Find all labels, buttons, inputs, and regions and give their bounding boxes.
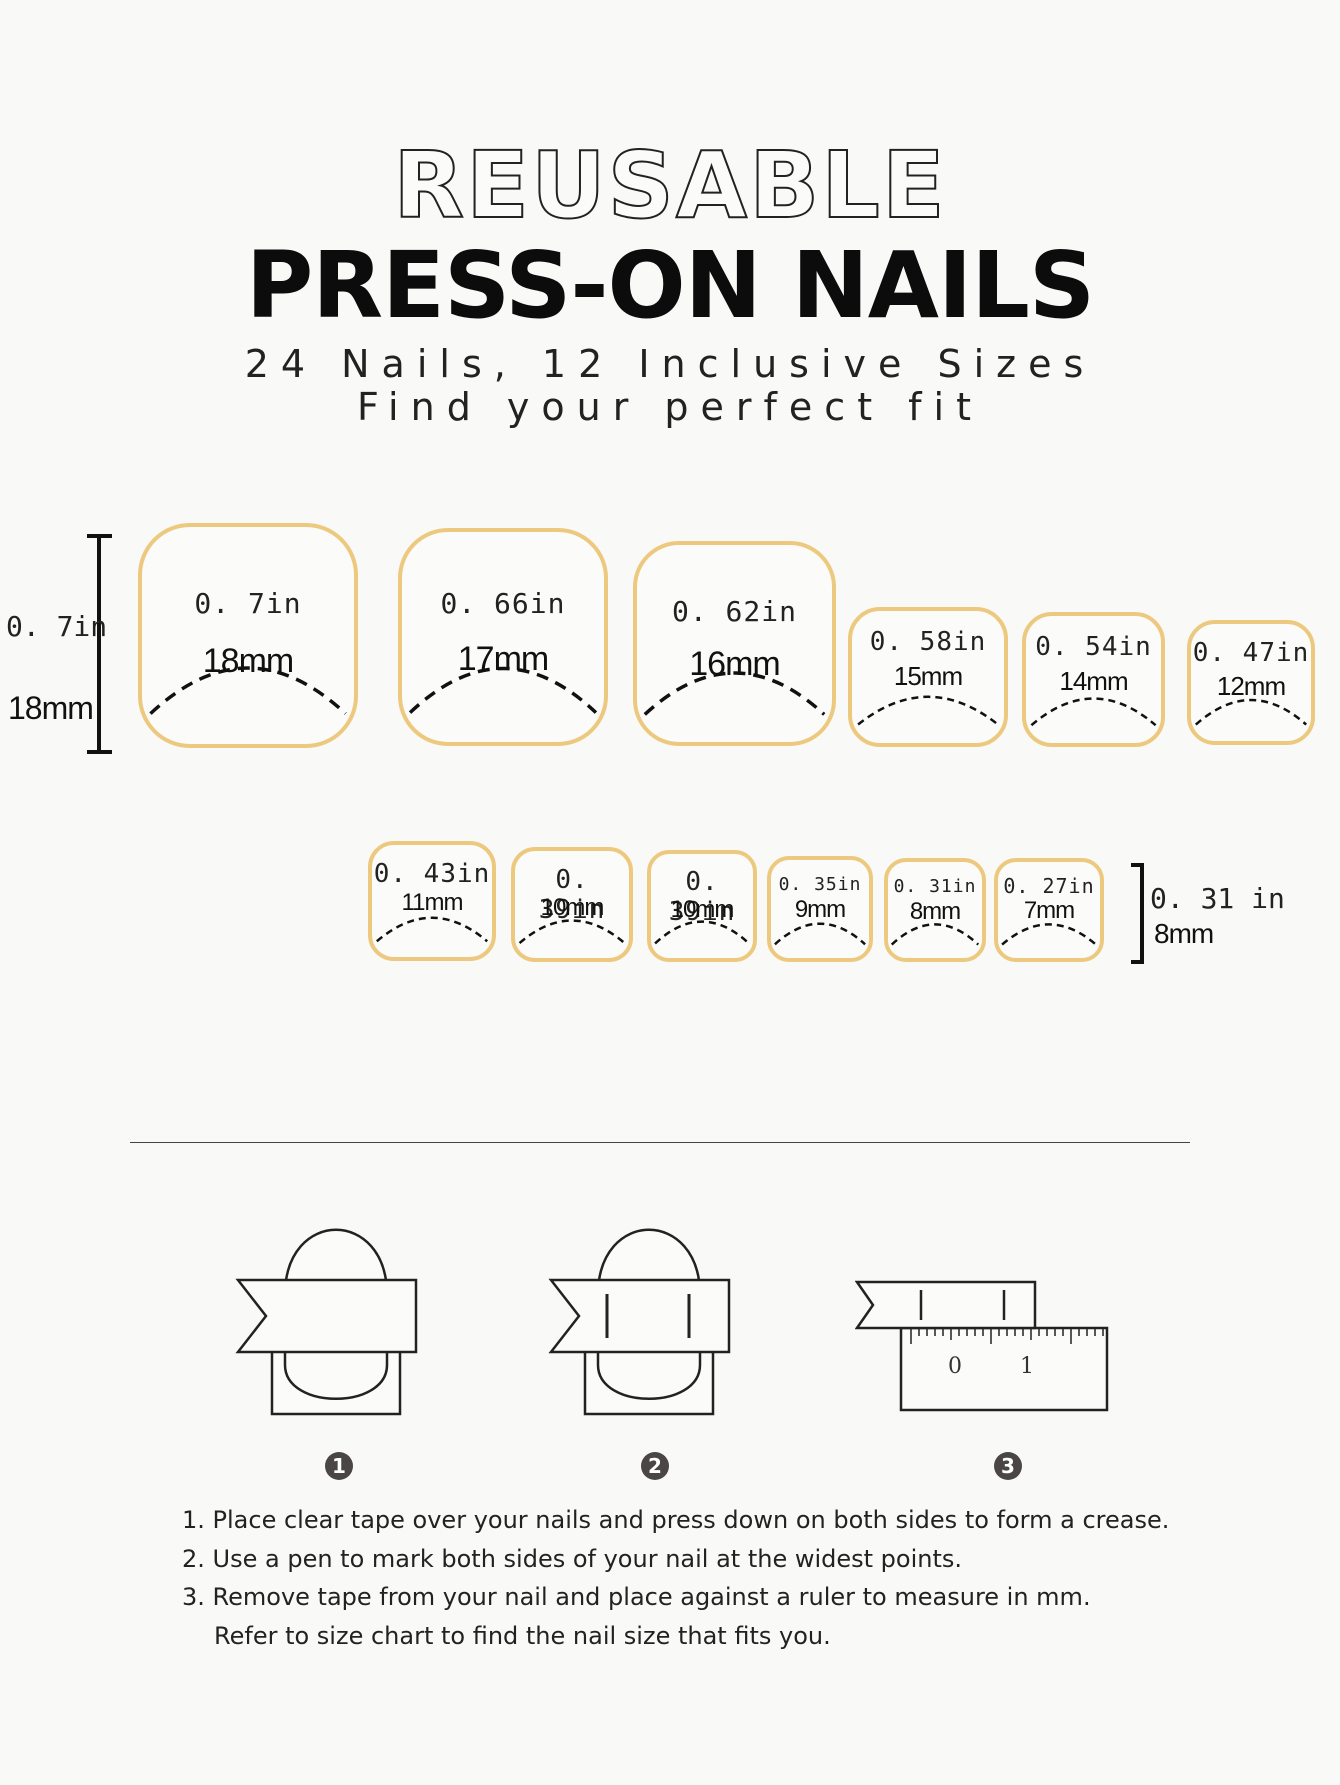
subtitle-fit: Find your perfect fit [356,385,984,429]
nail-size-inch: 0. 39in [538,865,606,925]
left-scale-inch: 0. 7in [6,610,108,643]
right-scale-bracket [1131,863,1144,964]
cuticle-curve [1001,923,1097,946]
nail-size-15mm: 0. 58in 15mm [848,607,1008,747]
nail-size-mm: 14mm [1059,666,1128,696]
instruction-step-1: 1. Place clear tape over your nails and … [182,1506,1170,1534]
nail-size-mm: 15mm [893,661,963,691]
ruler-label-1: 1 [1020,1354,1034,1379]
cuticle-curve [654,920,750,945]
nail-size-inch: 0. 31in [893,876,977,897]
nail-size-inch: 0. 47in [1192,638,1310,668]
nail-size-inch: 0. 43in [373,859,491,889]
nail-size-mm: 10mm [670,896,735,923]
step-3-badge: 3 [994,1452,1022,1480]
nail-size-inch: 0. 27in [1003,874,1095,898]
cuticle-curve [518,919,626,944]
step-1-illustration [235,1228,418,1416]
section-divider [130,1142,1190,1143]
nail-size-14mm: 0. 54in 14mm [1022,612,1165,747]
cuticle-curve [149,666,347,715]
nail-size-mm: 16mm [689,645,780,683]
nail-size-inch: 0. 66in [440,587,566,620]
step-3-ruler-illustration: 0 1 [855,1280,1109,1412]
cuticle-curve [643,671,826,716]
nail-size-inch: 0. 54in [1035,632,1152,662]
nail-size-mm: 7mm [1023,897,1075,924]
nail-size-inch: 0. 35in [778,874,862,895]
title-outline: REUSABLE [392,132,947,239]
step-2-badge: 2 [641,1452,669,1480]
right-scale-mm: 8mm [1154,918,1214,949]
nail-size-mm: 12mm [1216,671,1286,701]
nail-size-mm: 18mm [202,642,294,680]
nail-size-mm: 11mm [401,889,464,916]
step-2-illustration [548,1228,731,1416]
left-scale-bracket [87,534,112,754]
instruction-step-3: 3. Remove tape from your nail and place … [182,1583,1091,1611]
page-title: PRESS-ON NAILS [245,232,1095,339]
nail-size-inch: 0. 62in [671,595,797,628]
nail-size-17mm: 0. 66in 17mm [398,528,608,746]
cuticle-curve [857,695,999,726]
cuticle-curve [408,666,598,714]
cuticle-curve [1030,697,1157,727]
cuticle-curve [1194,698,1308,726]
instruction-step-2: 2. Use a pen to mark both sides of your … [182,1545,963,1573]
right-scale-inch: 0. 31 in [1150,882,1285,915]
nail-size-inch: 0. 39in [668,867,736,927]
ruler-ticks [910,1328,1104,1344]
nail-size-16mm: 0. 62in 16mm [633,541,836,746]
nail-size-mm: 9mm [794,896,846,923]
cuticle-curve [375,916,489,943]
ruler-label-0: 0 [948,1354,962,1379]
instruction-note: Refer to size chart to find the nail siz… [214,1622,831,1650]
nail-size-inch: 0. 58in [869,627,987,657]
cuticle-curve [774,922,866,946]
left-scale-mm: 18mm [8,690,94,726]
cuticle-curve [890,923,980,946]
nail-size-inch: 0. 7in [194,587,302,620]
nail-size-18mm: 0. 7in 18mm [138,523,358,748]
nail-size-mm: 17mm [457,640,549,678]
step-1-badge: 1 [325,1452,353,1480]
nail-size-mm: 8mm [909,898,961,925]
subtitle-count: 24 Nails, 12 Inclusive Sizes [244,342,1096,386]
nail-size-mm: 10mm [540,894,605,921]
